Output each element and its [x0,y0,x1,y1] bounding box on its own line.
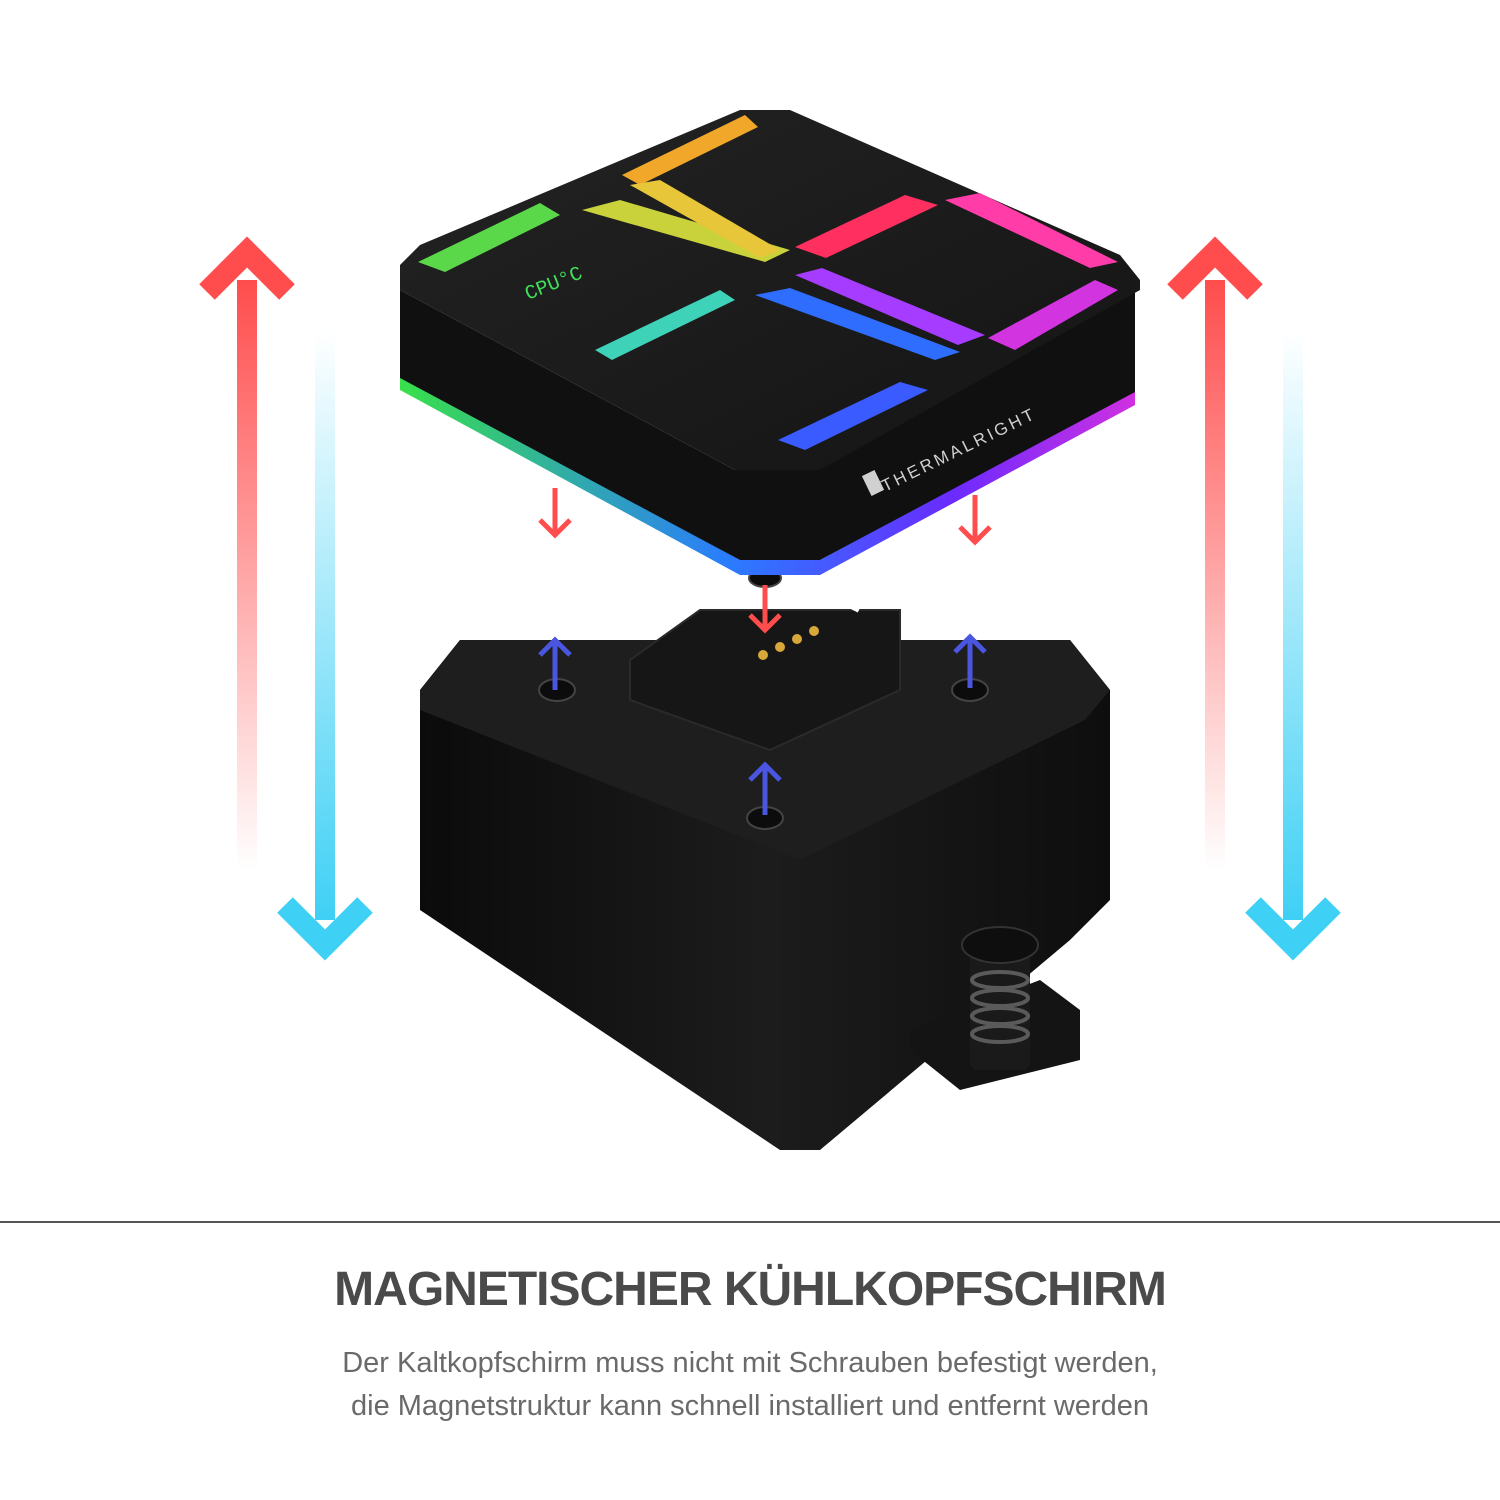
hot-arrow-shaft [237,280,257,870]
hot-arrow-shaft [1205,280,1225,870]
description-line-2: die Magnetstruktur kann schnell installi… [351,1390,1149,1422]
magnetic-display-cap: CPU°C THERMALRIGHT [400,110,1140,575]
attach-arrows [538,633,987,815]
red-arrow-down-icon [538,488,572,539]
cold-arrow-shaft [315,330,335,920]
section-divider [0,1221,1500,1223]
connector-pad [629,609,901,752]
brand-mark-icon [861,470,885,496]
pump-block [420,568,1110,1150]
blue-arrow-up-icon [538,636,572,690]
down-arrow-cyan-icon [1245,897,1341,961]
rgb-rim [400,375,1135,575]
up-arrow-red-icon [199,236,295,300]
up-arrow-red-icon [1167,236,1263,300]
description-line-1: Der Kaltkopfschirm muss nicht mit Schrau… [342,1347,1158,1379]
pogo-pins [758,626,819,660]
insert-arrow-icon [818,550,898,613]
left-thermal-arrows [199,236,373,961]
spring-screw [970,930,1030,1070]
red-arrow-down-icon [748,585,782,634]
cold-arrow-shaft [1283,330,1303,920]
red-arrow-down-icon [958,495,992,546]
down-arrow-cyan-icon [277,897,373,961]
blue-arrow-up-icon [748,761,782,815]
right-thermal-arrows [1167,236,1341,961]
headline: MAGNETISCHER KÜHLKOPFSCHIRM [334,1263,1167,1316]
magnet-arrows [538,488,992,634]
description: Der Kaltkopfschirm muss nicht mit Schrau… [0,1342,1500,1428]
blue-arrow-up-icon [953,633,987,688]
product-illustration: CPU°C THERMALRIGHT [199,110,1341,1150]
